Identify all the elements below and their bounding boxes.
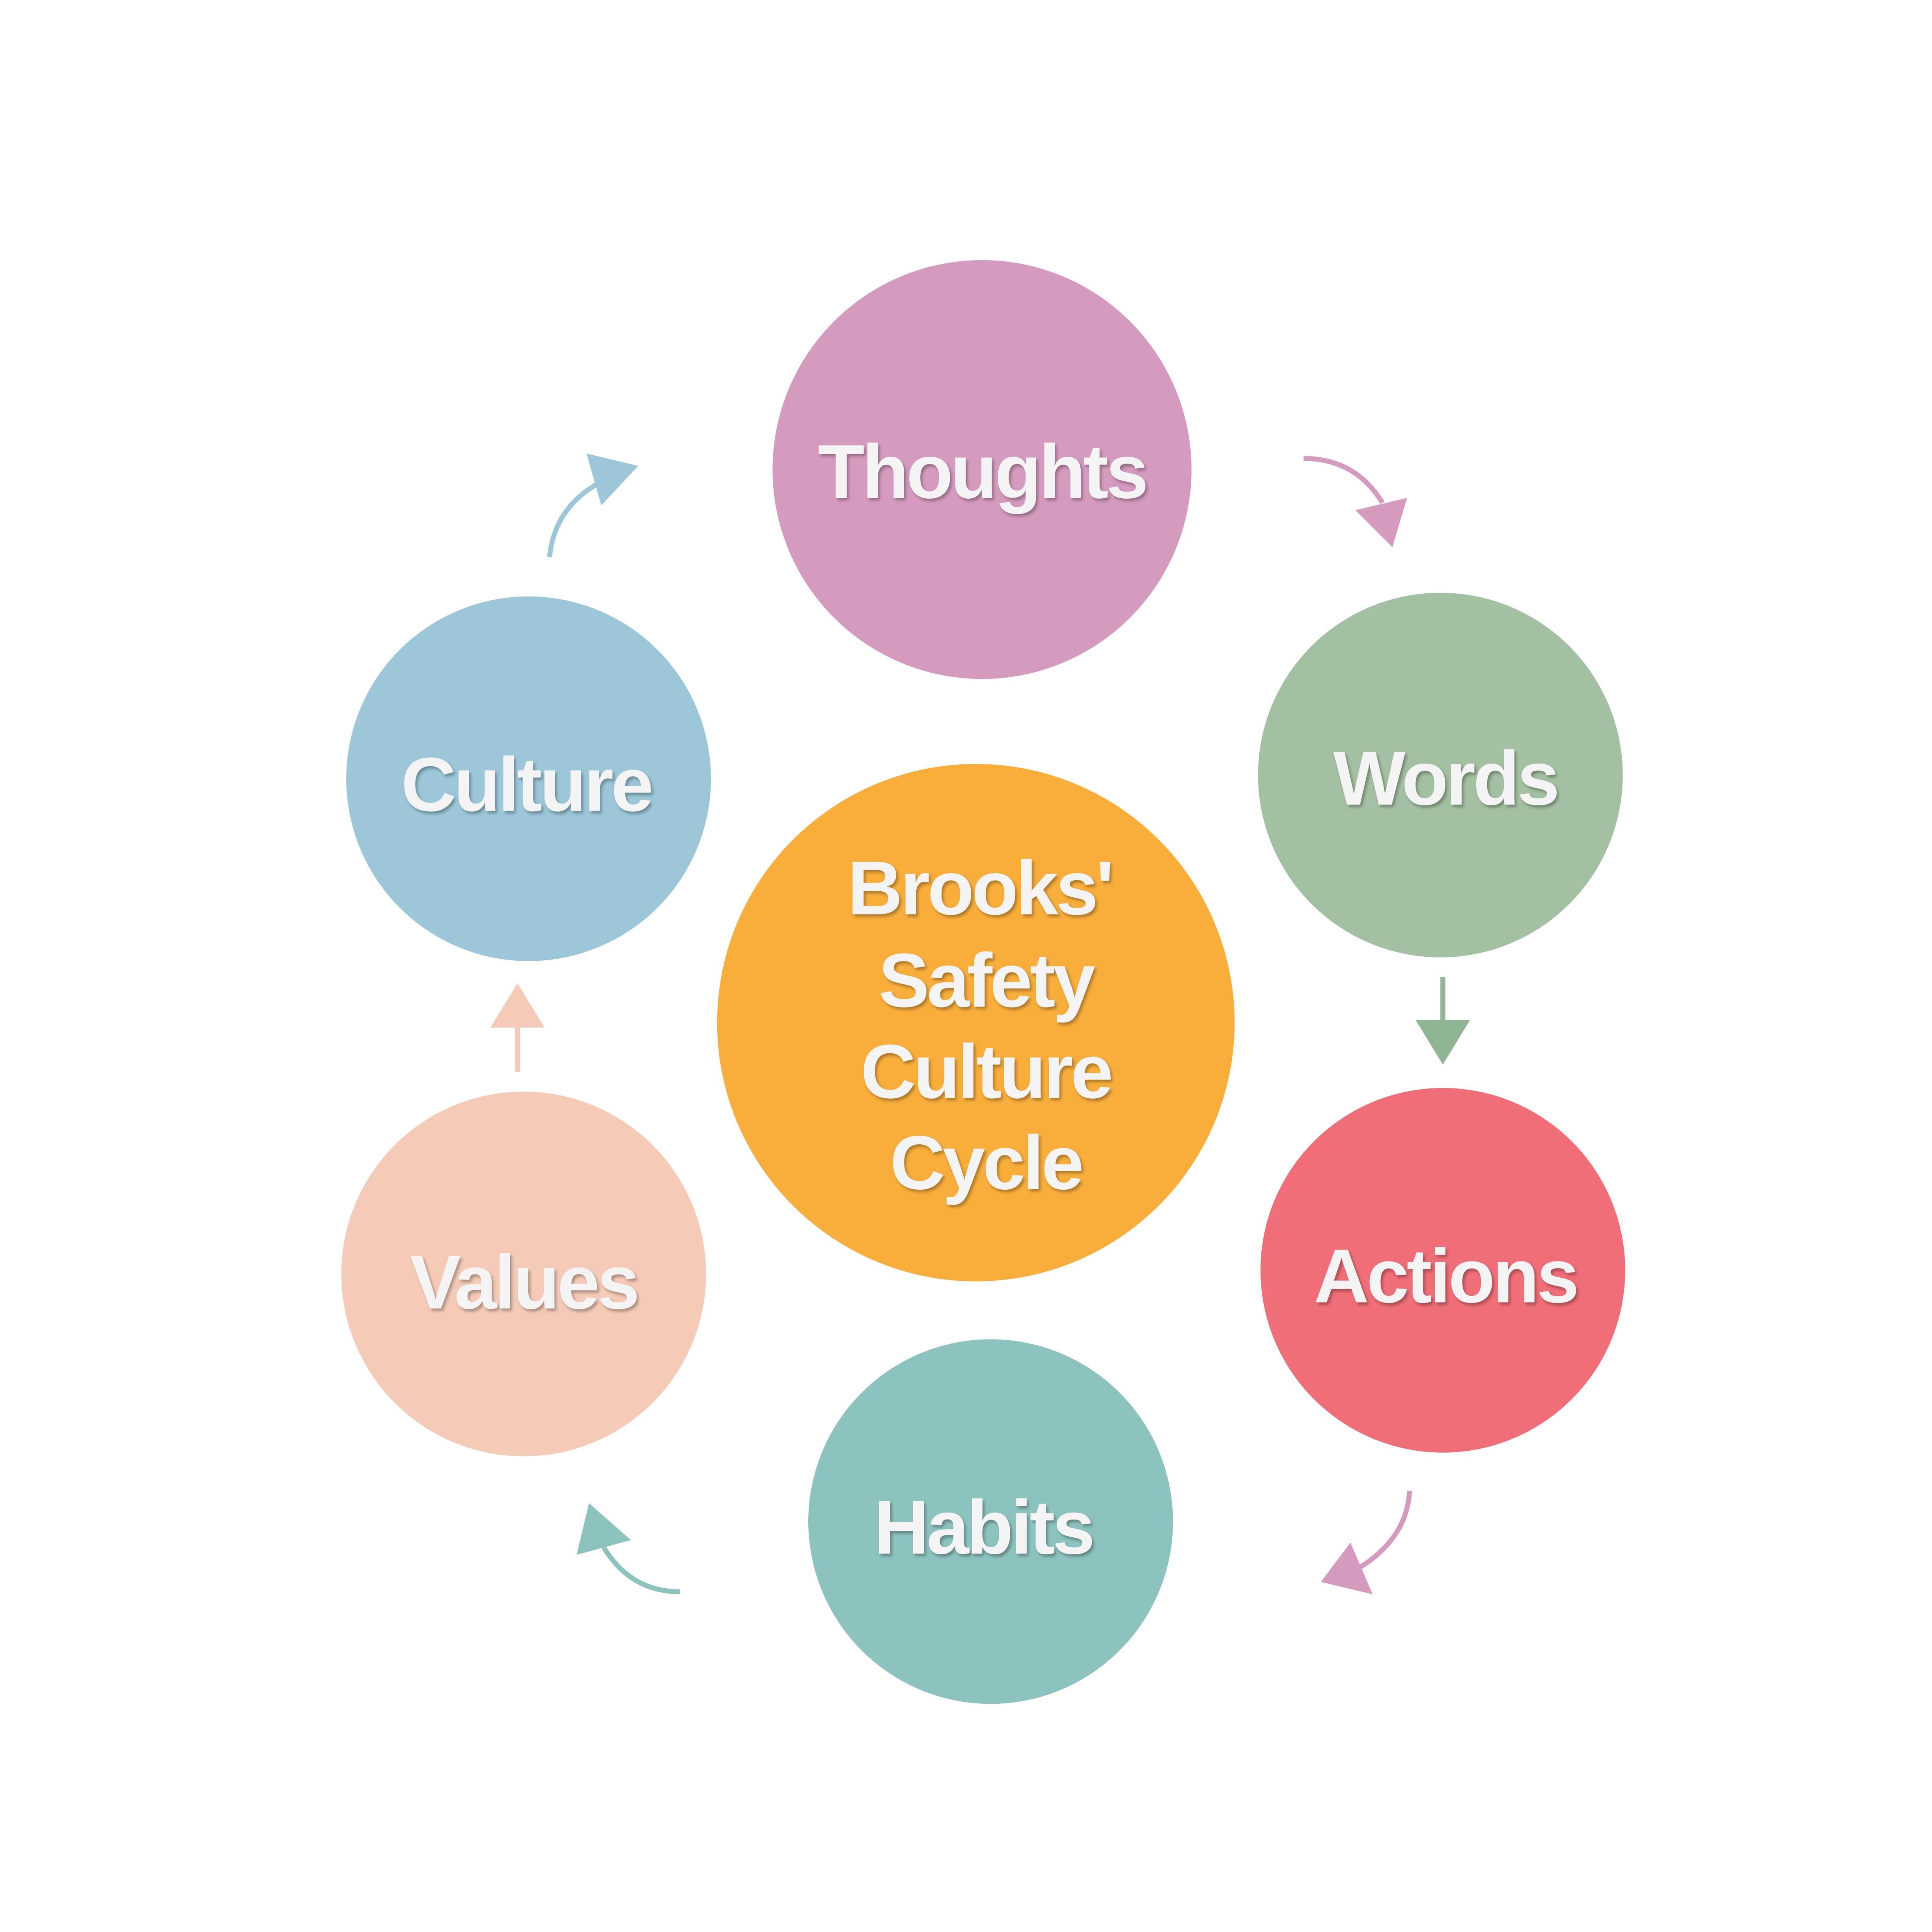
arrow-habits-to-values	[576, 1503, 681, 1595]
arrowhead-icon	[576, 1503, 631, 1555]
node-habits: Habits	[808, 1339, 1173, 1704]
node-circle	[1260, 1088, 1625, 1453]
node-label: Actions	[1314, 1234, 1577, 1319]
title-line-3: Culture	[861, 1029, 1111, 1114]
node-circle	[346, 596, 711, 961]
node-circle	[772, 260, 1192, 679]
arrowhead-icon	[586, 453, 638, 505]
node-words: Words	[1258, 592, 1623, 958]
node-label: Words	[1333, 736, 1557, 821]
node-values: Values	[341, 1092, 706, 1457]
node-label: Values	[410, 1240, 637, 1325]
arrowhead-icon	[1321, 1543, 1373, 1595]
arrow-words-to-actions	[1415, 977, 1470, 1065]
node-label: Culture	[401, 742, 651, 827]
arrow-shaft	[1304, 456, 1385, 504]
title-line-2: Safety	[878, 938, 1095, 1023]
center-circle: Brooks' Safety Culture Cycle	[717, 764, 1235, 1282]
node-actions: Actions	[1260, 1088, 1625, 1453]
arrow-actions-to-habits	[1321, 1490, 1412, 1595]
node-circle	[808, 1339, 1173, 1704]
node-circle	[341, 1092, 706, 1457]
node-label: Habits	[874, 1485, 1093, 1570]
node-circle	[1258, 592, 1623, 958]
node-culture: Culture	[346, 596, 711, 961]
title-line-1: Brooks'	[847, 846, 1111, 931]
arrow-shaft	[1359, 1490, 1412, 1569]
arrow-shaft	[547, 481, 600, 557]
arrowhead-icon	[1415, 1020, 1470, 1065]
arrow-thoughts-to-words	[1304, 456, 1407, 547]
arrowhead-icon	[490, 983, 545, 1028]
node-thoughts: Thoughts	[772, 260, 1192, 679]
title-line-4: Cycle	[890, 1120, 1082, 1205]
arrow-culture-to-thoughts	[547, 453, 638, 557]
arrow-values-to-culture	[490, 983, 545, 1072]
arrowhead-icon	[1355, 498, 1407, 547]
arrow-shaft	[601, 1546, 681, 1595]
node-label: Thoughts	[818, 429, 1146, 514]
